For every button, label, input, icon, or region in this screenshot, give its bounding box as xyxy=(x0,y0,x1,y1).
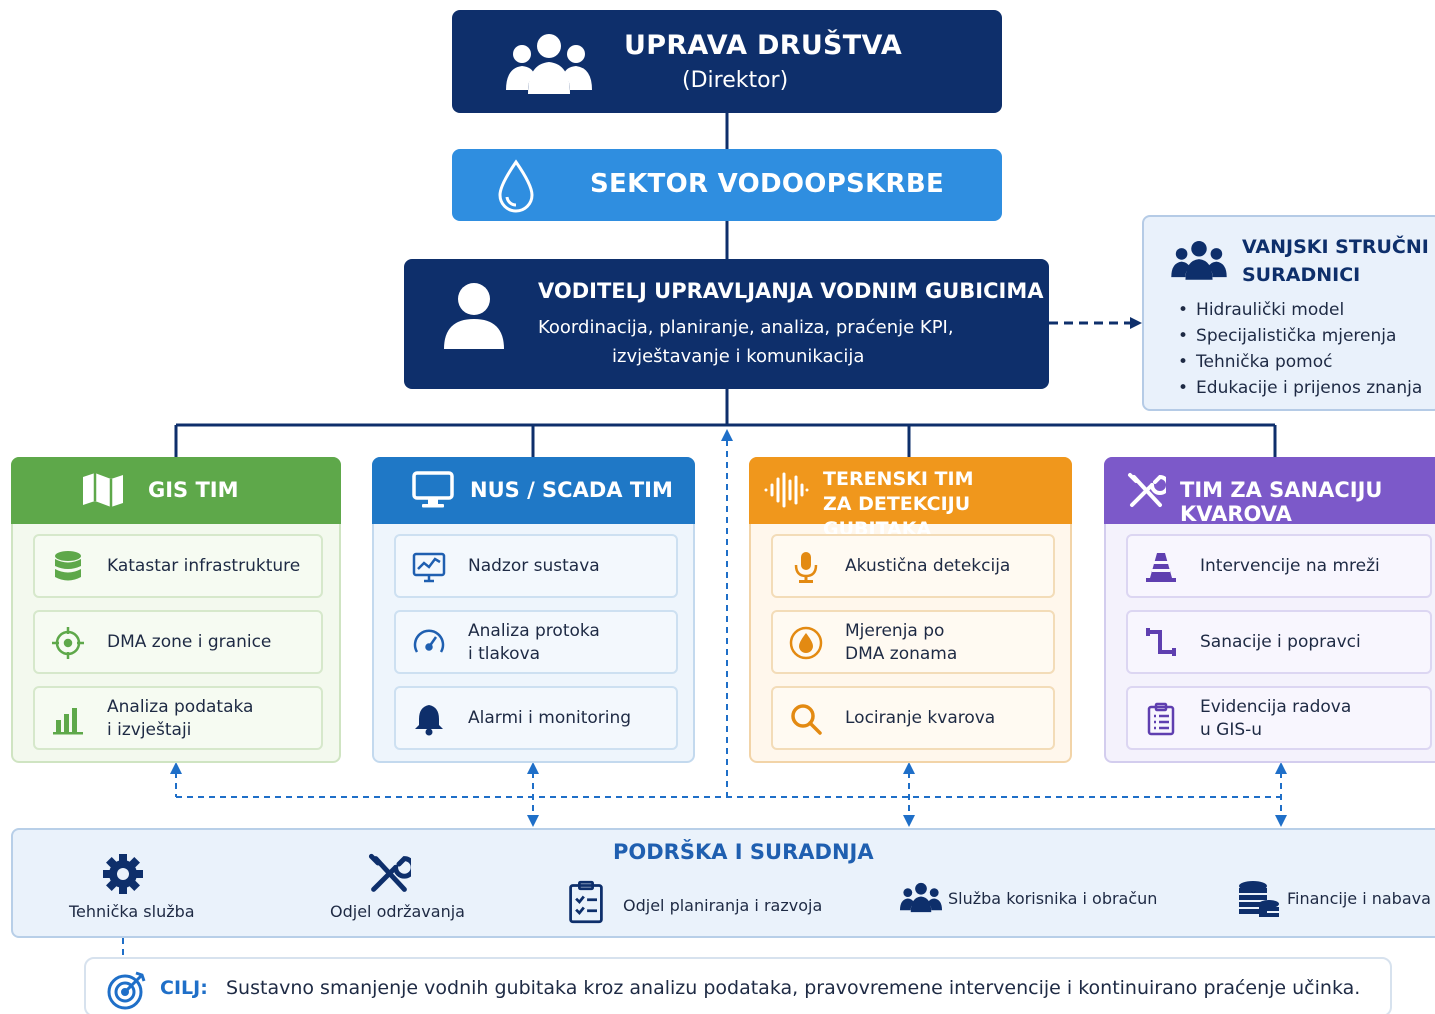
tools-icon xyxy=(368,853,411,892)
users-icon xyxy=(1171,241,1227,280)
external-item: Edukacije i prijenos znanja xyxy=(1178,375,1422,401)
database-icon xyxy=(55,551,81,581)
goal-box: CILJ: Sustavno smanjenje vodnih gubitaka… xyxy=(84,957,1392,1014)
card-label: Sanacije i popravci xyxy=(1200,632,1361,652)
target-arrow-icon xyxy=(107,971,146,1010)
tools-icon xyxy=(1128,473,1166,507)
users-icon xyxy=(899,882,943,913)
team-card: Katastar infrastrukture xyxy=(33,534,323,598)
team-card: Evidencija radova u GIS-u xyxy=(1126,686,1432,750)
sector-box: SEKTOR VODOOPSKRBE xyxy=(452,149,1002,221)
team-card: DMA zone i granice xyxy=(33,610,323,674)
lead-box: VODITELJ UPRAVLJANJA VODNIM GUBICIMA Koo… xyxy=(404,259,1049,389)
card-label: Alarmi i monitoring xyxy=(468,708,632,728)
card-label: DMA zone i granice xyxy=(107,632,272,652)
external-item: Tehnička pomoć xyxy=(1178,349,1422,375)
sector-title: SEKTOR VODOOPSKRBE xyxy=(590,169,945,199)
card-label: Katastar infrastrukture xyxy=(107,556,301,576)
users-icon xyxy=(506,34,592,94)
team-field-title: TERENSKI TIM ZA DETEKCIJU GUBITAKA xyxy=(823,468,974,540)
lead-line-2: izvještavanje i komunikacija xyxy=(612,346,865,367)
support-box: PODRŠKA I SURADNJA Tehnička služba Odjel… xyxy=(11,828,1435,938)
goal-text: Sustavno smanjenje vodnih gubitaka kroz … xyxy=(226,977,1361,999)
monitor-icon xyxy=(412,471,454,508)
water-drop-icon xyxy=(498,159,534,213)
goal-label: CILJ: xyxy=(160,977,208,999)
drop-circle-icon xyxy=(789,626,823,660)
team-card: Analiza protoka i tlakova xyxy=(394,610,678,674)
team-card: Mjerenja po DMA zonama xyxy=(771,610,1055,674)
team-field: TERENSKI TIM ZA DETEKCIJU GUBITAKA Akust… xyxy=(749,457,1072,763)
lead-title: VODITELJ UPRAVLJANJA VODNIM GUBICIMA xyxy=(538,279,1044,303)
team-card: Lociranje kvarova xyxy=(771,686,1055,750)
management-box: UPRAVA DRUŠTVA (Direktor) xyxy=(452,10,1002,113)
card-label: Mjerenja po DMA zonama xyxy=(845,621,958,664)
microphone-icon xyxy=(794,552,818,583)
team-card: Alarmi i monitoring xyxy=(394,686,678,750)
magnifier-icon xyxy=(791,704,822,735)
team-card: Analiza podataka i izvještaji xyxy=(33,686,323,750)
card-label: Evidencija radova u GIS-u xyxy=(1200,697,1352,740)
external-title: VANJSKI STRUČNI SURADNICI xyxy=(1242,236,1429,286)
monitor-chart-icon xyxy=(412,552,446,583)
gauge-icon xyxy=(413,629,445,653)
card-label: Intervencije na mreži xyxy=(1200,556,1380,576)
team-card: Nadzor sustava xyxy=(394,534,678,598)
bar-chart-icon xyxy=(53,708,83,735)
support-item-label: Odjel planiranja i razvoja xyxy=(623,896,823,915)
clipboard-icon xyxy=(1147,702,1175,736)
team-gis-header: GIS TIM xyxy=(11,457,341,524)
team-gis: GIS TIM Katastar infrastrukture DMA zone… xyxy=(11,457,341,763)
coins-icon xyxy=(1239,881,1279,917)
team-card: Akustična detekcija xyxy=(771,534,1055,598)
management-subtitle: (Direktor) xyxy=(682,68,789,93)
card-label: Akustična detekcija xyxy=(845,556,1011,576)
team-card: Sanacije i popravci xyxy=(1126,610,1432,674)
team-repair: TIM ZA SANACIJU KVAROVA Intervencije na … xyxy=(1104,457,1435,763)
lead-line-1: Koordinacija, planiranje, analiza, praće… xyxy=(538,317,954,338)
team-scada: NUS / SCADA TIM Nadzor sustava Analiza p… xyxy=(372,457,695,763)
support-item-label: Odjel održavanja xyxy=(330,902,465,921)
team-scada-title: NUS / SCADA TIM xyxy=(470,478,673,502)
team-scada-header: NUS / SCADA TIM xyxy=(372,457,695,524)
card-label: Analiza protoka i tlakova xyxy=(468,621,600,664)
card-label: Lociranje kvarova xyxy=(845,708,996,728)
card-label: Analiza podataka i izvještaji xyxy=(107,697,254,740)
card-label: Nadzor sustava xyxy=(468,556,600,576)
support-item-label: Tehnička služba xyxy=(69,902,195,921)
support-title: PODRŠKA I SURADNJA xyxy=(613,840,874,864)
external-collaborators-box: VANJSKI STRUČNI SURADNICI Hidraulički mo… xyxy=(1142,215,1435,411)
traffic-cone-icon xyxy=(1146,553,1176,582)
clipboard-check-icon xyxy=(569,880,603,924)
management-title: UPRAVA DRUŠTVA xyxy=(624,30,903,61)
support-item-label: Služba korisnika i obračun xyxy=(948,889,1158,908)
team-field-header: TERENSKI TIM ZA DETEKCIJU GUBITAKA xyxy=(749,457,1072,540)
team-repair-title: TIM ZA SANACIJU KVAROVA xyxy=(1180,478,1383,526)
team-repair-header: TIM ZA SANACIJU KVAROVA xyxy=(1104,457,1435,526)
bell-icon xyxy=(415,705,443,736)
person-icon xyxy=(444,283,504,349)
team-card: Intervencije na mreži xyxy=(1126,534,1432,598)
sound-wave-icon xyxy=(764,472,809,508)
team-gis-title: GIS TIM xyxy=(148,478,239,502)
external-item: Specijalistička mjerenja xyxy=(1178,323,1422,349)
external-item: Hidraulički model xyxy=(1178,297,1422,323)
gear-icon xyxy=(103,854,143,894)
target-icon xyxy=(52,627,84,659)
map-icon xyxy=(83,473,123,507)
pipe-icon xyxy=(1146,628,1176,656)
external-list: Hidraulički model Specijalistička mjeren… xyxy=(1178,297,1422,401)
support-item-label: Financije i nabava xyxy=(1287,889,1431,908)
